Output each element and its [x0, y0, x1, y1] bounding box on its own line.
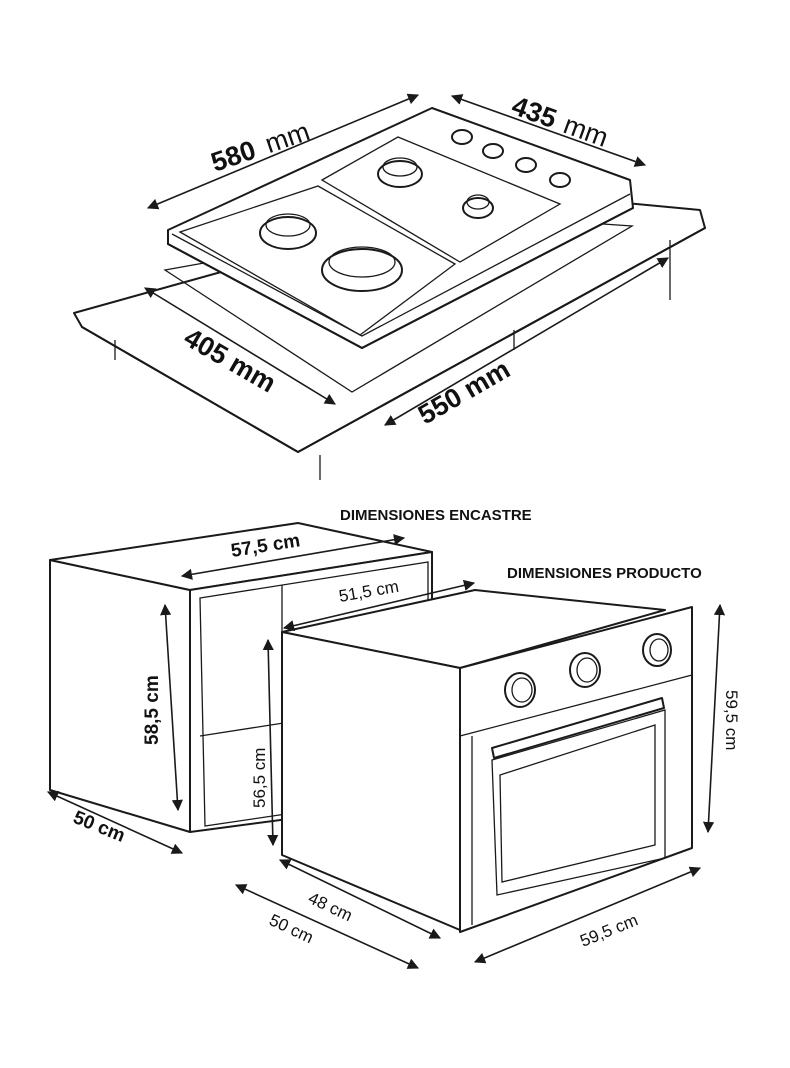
- oven-total-depth-label: 50 cm: [266, 910, 316, 947]
- dim-405-arrow: [144, 287, 336, 405]
- oven-knob-1: [504, 672, 536, 708]
- dim-435-arrow: [450, 94, 647, 167]
- oven-width-label: 59,5 cm: [577, 910, 640, 950]
- dim-515-arrow: [282, 579, 476, 632]
- oven-knob-3: [642, 633, 672, 667]
- dim-595-width-arrow: [473, 866, 702, 964]
- dim-565-arrow: [262, 638, 279, 847]
- dim-580-arrow: [146, 93, 420, 210]
- dim-50-niche-arrow: [46, 791, 184, 854]
- dim-595-height-arrow: [702, 603, 726, 834]
- oven-handle: [491, 697, 665, 759]
- dim-585-arrow: [160, 603, 183, 812]
- niche-depth-label: 50 cm: [70, 807, 128, 847]
- burner-2: [321, 246, 403, 292]
- burner-3: [377, 157, 423, 188]
- burner-4: [462, 194, 494, 219]
- oven-height-label: 59,5 cm: [722, 690, 741, 750]
- dim-50-oven-arrow: [234, 884, 420, 969]
- oven-inner-height-label: 56,5 cm: [250, 748, 269, 808]
- dim-550-arrow: [384, 257, 669, 426]
- oven-knob-2: [569, 652, 601, 688]
- dim-575-arrow: [180, 534, 406, 580]
- oven-front-panel: [459, 606, 693, 933]
- title-encastre: DIMENSIONES ENCASTRE: [340, 507, 532, 524]
- niche-height-label: 58,5 cm: [142, 675, 163, 745]
- title-producto: DIMENSIONES PRODUCTO: [507, 565, 702, 582]
- hob-width-label: 580mm: [207, 116, 313, 178]
- burner-1: [259, 213, 317, 250]
